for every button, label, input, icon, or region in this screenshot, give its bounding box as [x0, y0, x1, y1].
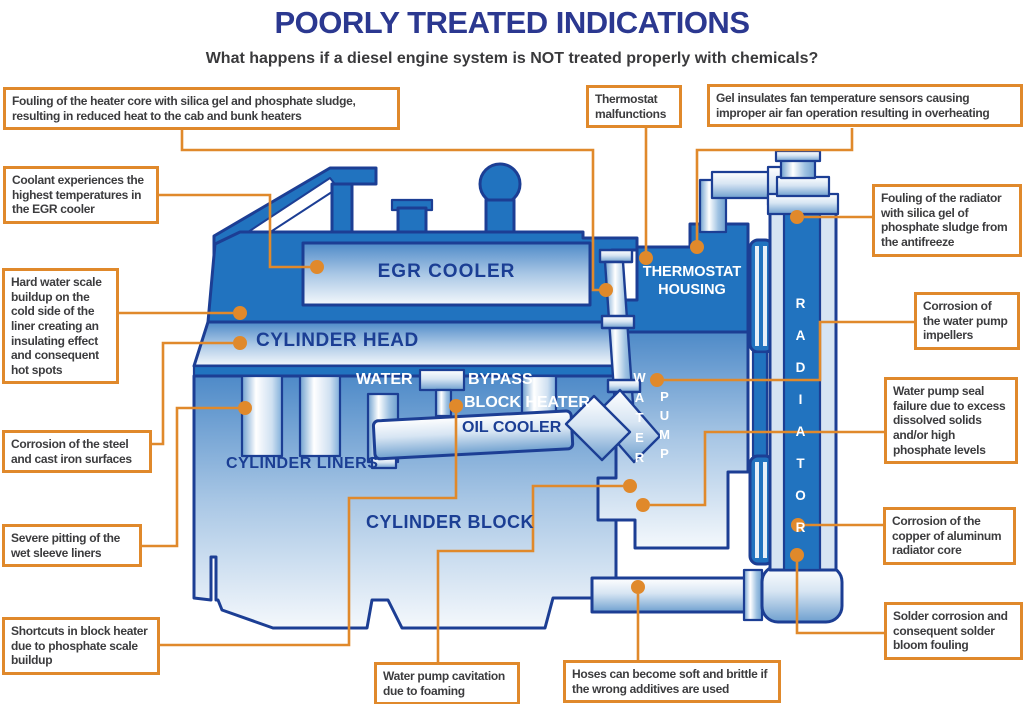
dot-thermostat-malfunctions [639, 251, 653, 265]
connector-pump-cavitation [436, 484, 623, 662]
dot-severe-pitting [238, 401, 252, 415]
fan-belt-pulleys [748, 238, 775, 566]
callout-severe-pitting: Severe pitting of the wet sleeve liners [2, 524, 142, 568]
egr-cooler-panel [301, 241, 592, 307]
dot-radiator-fouling [790, 210, 804, 224]
connector-pump-impellers [664, 320, 914, 382]
dot-pump-cavitation [623, 479, 637, 493]
dot-gel-insulates [690, 240, 704, 254]
connector-pump-seal-failure [650, 430, 884, 507]
lower-hose [590, 564, 844, 624]
water-bypass-shape [418, 368, 466, 418]
callout-pump-impellers: Corrosion of the water pump impellers [914, 292, 1020, 350]
connector-shortcuts-block-heater [159, 412, 458, 647]
callout-heater-core: Fouling of the heater core with silica g… [3, 87, 400, 131]
cylinder-liners-shapes [240, 374, 558, 458]
breather-cap [390, 162, 522, 236]
callout-gel-insulates: Gel insulates fan temperature sensors ca… [707, 84, 1023, 128]
dot-corrosion-steel [233, 336, 247, 350]
dot-copper-radiator-core [791, 518, 805, 532]
connector-severe-pitting [141, 406, 238, 548]
connector-coolant-egr [157, 193, 310, 269]
callout-hard-water-scale: Hard water scale buildup on the cold sid… [2, 268, 119, 385]
oil-cooler-shape [366, 392, 575, 470]
connector-solder-corrosion [795, 562, 884, 635]
connector-corrosion-steel [150, 341, 233, 446]
riser-pipe [564, 248, 662, 464]
radiator-shape [768, 204, 838, 572]
callout-copper-radiator-core: Corrosion of the copper of aluminum radi… [883, 507, 1016, 565]
dot-hard-water-scale [233, 306, 247, 320]
page-subtitle: What happens if a diesel engine system i… [205, 50, 819, 67]
dot-pump-seal-failure [636, 498, 650, 512]
callout-radiator-fouling: Fouling of the radiator with silica gel … [872, 184, 1022, 257]
callout-dots [233, 210, 805, 594]
dot-coolant-egr [310, 260, 324, 274]
connector-gel-insulates [695, 128, 854, 245]
radiator-top-tank [698, 149, 840, 234]
callout-shortcuts-block-heater: Shortcuts in block heater due to phospha… [2, 617, 160, 675]
callout-coolant-egr: Coolant experiences the highest temperat… [3, 166, 159, 224]
page-title: POORLY TREATED INDICATIONS [274, 5, 750, 40]
callout-hoses-soft-brittle: Hoses can become soft and brittle if the… [563, 660, 781, 704]
dot-shortcuts-block-heater [449, 399, 463, 413]
callout-thermostat-malfunctions: Thermostat malfunctions [586, 85, 682, 129]
callout-pump-cavitation: Water pump cavitation due to foaming [374, 662, 520, 704]
dot-solder-corrosion [790, 548, 804, 562]
dot-hoses [631, 580, 645, 594]
callout-solder-corrosion: Solder corrosion and consequent solder b… [884, 602, 1023, 660]
connector-lines [118, 123, 914, 662]
engine-body [192, 149, 844, 630]
callout-corrosion-steel: Corrosion of the steel and cast iron sur… [2, 430, 152, 474]
dot-heater-core [599, 283, 613, 297]
connector-heater-core [180, 125, 600, 292]
dot-pump-impellers [650, 373, 664, 387]
callout-pump-seal-failure: Water pump seal failure due to excess di… [884, 377, 1018, 465]
cylinder-head [192, 320, 620, 368]
